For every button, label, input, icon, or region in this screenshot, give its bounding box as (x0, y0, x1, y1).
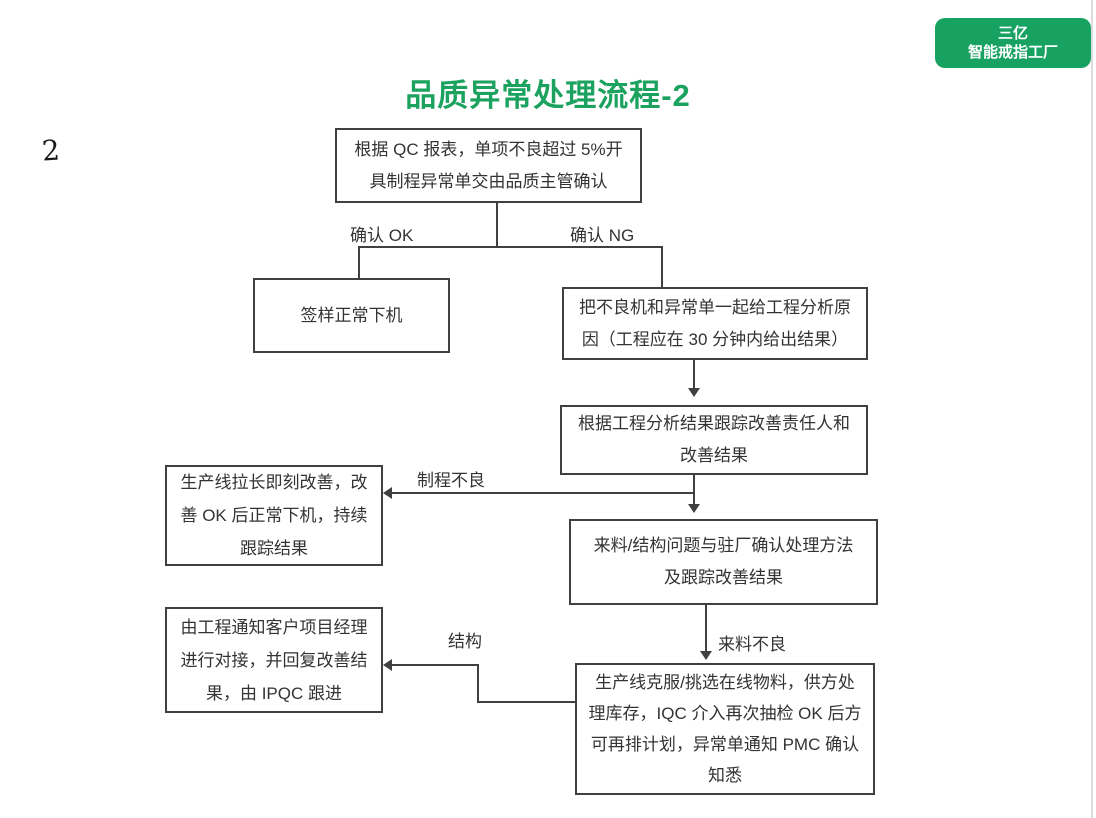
flow-node-notify-customer-pm: 由工程通知客户项目经理 进行对接，并回复改善结 果，由 IPQC 跟进 (165, 607, 383, 713)
flow-node-production-overcome: 生产线克服/挑选在线物料，供方处 理库存，IQC 介入再次抽检 OK 后方 可再… (575, 663, 875, 795)
flow-node-line-leader-improve: 生产线拉长即刻改善，改 善 OK 后正常下机，持续 跟踪结果 (165, 465, 383, 566)
branch-label-process-defect: 制程不良 (417, 471, 485, 490)
slide-edge-divider (1091, 0, 1093, 818)
connector-incoming-down (705, 605, 707, 652)
connector-structure-vertical (477, 664, 479, 703)
flow-node-qc-report: 根据 QC 报表，单项不良超过 5%开 具制程异常单交由品质主管确认 (335, 128, 642, 203)
connector-ok-drop (358, 246, 360, 280)
branch-label-structure: 结构 (448, 632, 482, 651)
branch-label-confirm-ok: 确认 OK (350, 226, 414, 245)
badge-line2: 智能戒指工厂 (967, 44, 1058, 61)
flow-node-incoming-structure-confirm: 来料/结构问题与驻厂确认处理方法 及跟踪改善结果 (569, 519, 878, 605)
arrowhead-left-icon (383, 487, 392, 499)
page-number: 2 (40, 133, 61, 168)
connector-branch-horizontal (358, 246, 663, 248)
connector-ng-drop (661, 246, 663, 289)
arrowhead-down-icon (688, 388, 700, 397)
branch-label-confirm-ng: 确认 NG (570, 226, 635, 245)
connector-process-defect-horizontal (392, 492, 695, 494)
flow-node-engineering-analysis: 把不良机和异常单一起给工程分析原 因（工程应在 30 分钟内给出结果） (562, 287, 868, 360)
arrowhead-down-icon (688, 504, 700, 513)
connector-top-vertical (496, 203, 498, 248)
arrowhead-left-icon (383, 659, 392, 671)
page-title: 品质异常处理流程-2 (405, 78, 691, 113)
connector-track-down (693, 475, 695, 505)
company-badge: 三亿 智能戒指工厂 (935, 18, 1091, 68)
connector-structure-bottom-horizontal (478, 701, 576, 703)
flow-node-sign-off: 签样正常下机 (253, 278, 450, 353)
connector-analysis-down (693, 360, 695, 389)
flow-node-track-improvement: 根据工程分析结果跟踪改善责任人和 改善结果 (560, 405, 868, 475)
arrowhead-down-icon (700, 651, 712, 660)
connector-structure-horizontal (392, 664, 478, 666)
branch-label-incoming-defect: 来料不良 (718, 635, 786, 654)
badge-line1: 三亿 (997, 25, 1028, 42)
